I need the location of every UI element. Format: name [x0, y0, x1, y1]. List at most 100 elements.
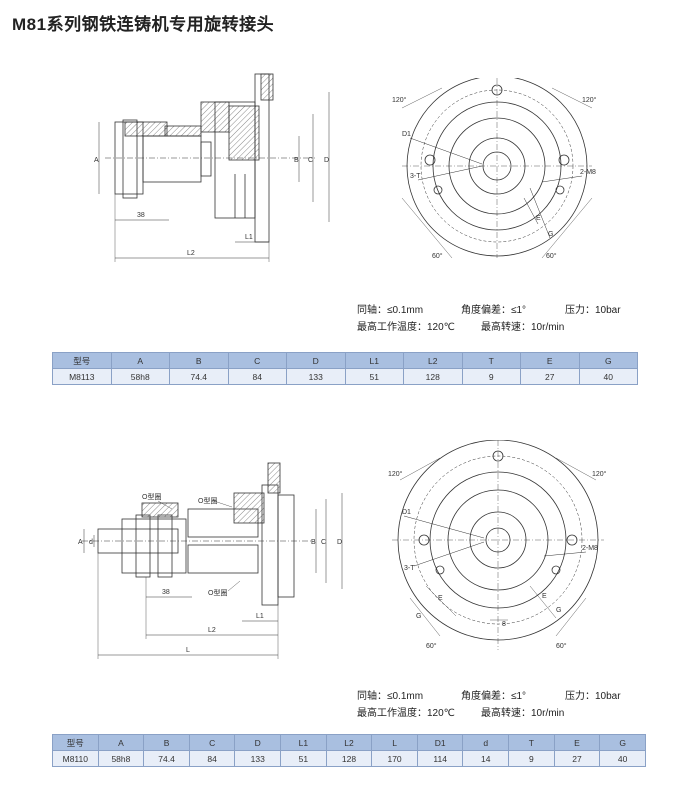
G-label: G: [548, 231, 553, 238]
table-cell: 114: [416, 750, 464, 767]
column-header: L1: [280, 734, 327, 751]
T-label-2: 3-T: [404, 565, 415, 572]
column-header: T: [508, 734, 555, 751]
spec-coax: 同轴：≤0.1mm: [357, 305, 424, 316]
spec-notes-1: 同轴：≤0.1mm 角度偏差：≤1° 压力：10bar 最高工作温度：120℃ 最高转…: [357, 302, 687, 336]
table-cell: 170: [371, 750, 418, 767]
angle-120-left-label-2: 120°: [388, 470, 403, 478]
spec-coax-2: 同轴：≤0.1mm: [357, 691, 424, 702]
oring-label-1: O型圈: [142, 492, 161, 501]
dim-L-label-2: L: [186, 647, 190, 654]
dim-L2-label-2: L2: [208, 627, 216, 634]
column-header: E: [520, 352, 580, 369]
M8-label: 2-M8: [580, 169, 596, 176]
column-header: L: [371, 734, 418, 751]
G-label-left-2: G: [416, 613, 421, 620]
table-cell: 9: [461, 368, 521, 385]
dim-A-label: A: [94, 157, 99, 164]
column-header: d: [462, 734, 510, 751]
spec-temp-2: 最高工作温度：120℃: [357, 708, 455, 719]
table-cell: 133: [234, 750, 282, 767]
D1-label-2: D1: [402, 509, 411, 516]
column-header: A: [97, 734, 145, 751]
front-view-drawing-2: 120° 120° D1 2-M8 3-T E G E G 8 60° 60°: [388, 440, 607, 650]
M8-label-2: 2-M8: [582, 545, 598, 552]
oring-label-3: O型圈: [208, 588, 227, 597]
table-cell: 58h8: [110, 368, 170, 385]
dim-B-label: B: [294, 157, 299, 164]
G-label-right-2: G: [556, 607, 561, 614]
T-label: 3-T: [410, 173, 421, 180]
table-cell: 84: [188, 750, 236, 767]
table-cell: 128: [325, 750, 373, 767]
table-cell: 51: [280, 750, 327, 767]
spec-speed: 最高转速：10r/min: [481, 322, 565, 333]
dim-C-label: C: [308, 157, 313, 164]
spec-temp: 最高工作温度：120℃: [357, 322, 455, 333]
dim-L1-label-2: L1: [256, 613, 264, 620]
dim-8-label-2: 8: [502, 621, 506, 628]
table-cell: 74.4: [169, 368, 229, 385]
dim-L2-label: L2: [187, 250, 195, 257]
table-cell: M8110: [52, 750, 99, 767]
table-cell: 133: [286, 368, 346, 385]
E-label-left-2: E: [438, 595, 443, 602]
spec-notes-2: 同轴：≤0.1mm 角度偏差：≤1° 压力：10bar 最高工作温度：120℃ 最高转…: [357, 688, 687, 722]
column-header: G: [578, 352, 638, 369]
column-header: T: [461, 352, 521, 369]
D1-label: D1: [402, 131, 411, 138]
table-cell: 40: [578, 368, 638, 385]
column-header: E: [553, 734, 601, 751]
E-label-right-2: E: [542, 593, 547, 600]
dim-C-label-2: C: [321, 539, 326, 546]
column-header: L1: [344, 352, 404, 369]
angle-120-left-label: 120°: [392, 96, 407, 104]
table-cell: 40: [599, 750, 646, 767]
page-title: M81系列钢铁连铸机专用旋转接头: [12, 15, 275, 34]
E-label: E: [536, 215, 541, 222]
column-header: 型号: [52, 352, 112, 369]
dim-A-label-2: A: [78, 539, 83, 546]
column-header: G: [599, 734, 646, 751]
table-cell: 128: [403, 368, 463, 385]
column-header: L2: [403, 352, 463, 369]
angle-60-left-label-2: 60°: [426, 642, 437, 650]
table-cell: M8113: [52, 368, 112, 385]
dim-D-label: D: [324, 157, 329, 164]
table-cell: 14: [462, 750, 510, 767]
side-view-drawing-2: O型圈 O型圈 O型圈 A d B C D 38 L1 L2 L: [78, 462, 343, 659]
oring-label-2: O型圈: [198, 496, 217, 505]
column-header: 型号: [52, 734, 99, 751]
table-cell: 9: [508, 750, 555, 767]
spec-angle: 角度偏差：≤1°: [461, 305, 527, 316]
table-cell: 84: [227, 368, 287, 385]
angle-120-right-label-2: 120°: [592, 470, 607, 478]
dim-D-label-2: D: [337, 539, 342, 546]
angle-60-right-label: 60°: [546, 252, 557, 260]
angle-60-left-label: 60°: [432, 252, 443, 260]
dim-38-label-2: 38: [162, 589, 170, 596]
table-cell: 74.4: [143, 750, 190, 767]
table-cell: 27: [520, 368, 580, 385]
spec-pressure: 压力：10bar: [565, 305, 621, 316]
angle-60-right-label-2: 60°: [556, 642, 567, 650]
spec-pressure-2: 压力：10bar: [565, 691, 621, 702]
column-header: A: [110, 352, 170, 369]
column-header: D: [286, 352, 346, 369]
spec-speed-2: 最高转速：10r/min: [481, 708, 565, 719]
column-header: C: [188, 734, 236, 751]
front-view-drawing-1: 120° 120° D1 2-M8 3-T E G 60° 60°: [392, 78, 597, 260]
table-cell: 51: [344, 368, 404, 385]
column-header: C: [227, 352, 287, 369]
table-cell: 27: [553, 750, 601, 767]
dim-38-label: 38: [137, 212, 145, 219]
spec-angle-2: 角度偏差：≤1°: [461, 691, 527, 702]
column-header: L2: [325, 734, 373, 751]
column-header: B: [143, 734, 190, 751]
